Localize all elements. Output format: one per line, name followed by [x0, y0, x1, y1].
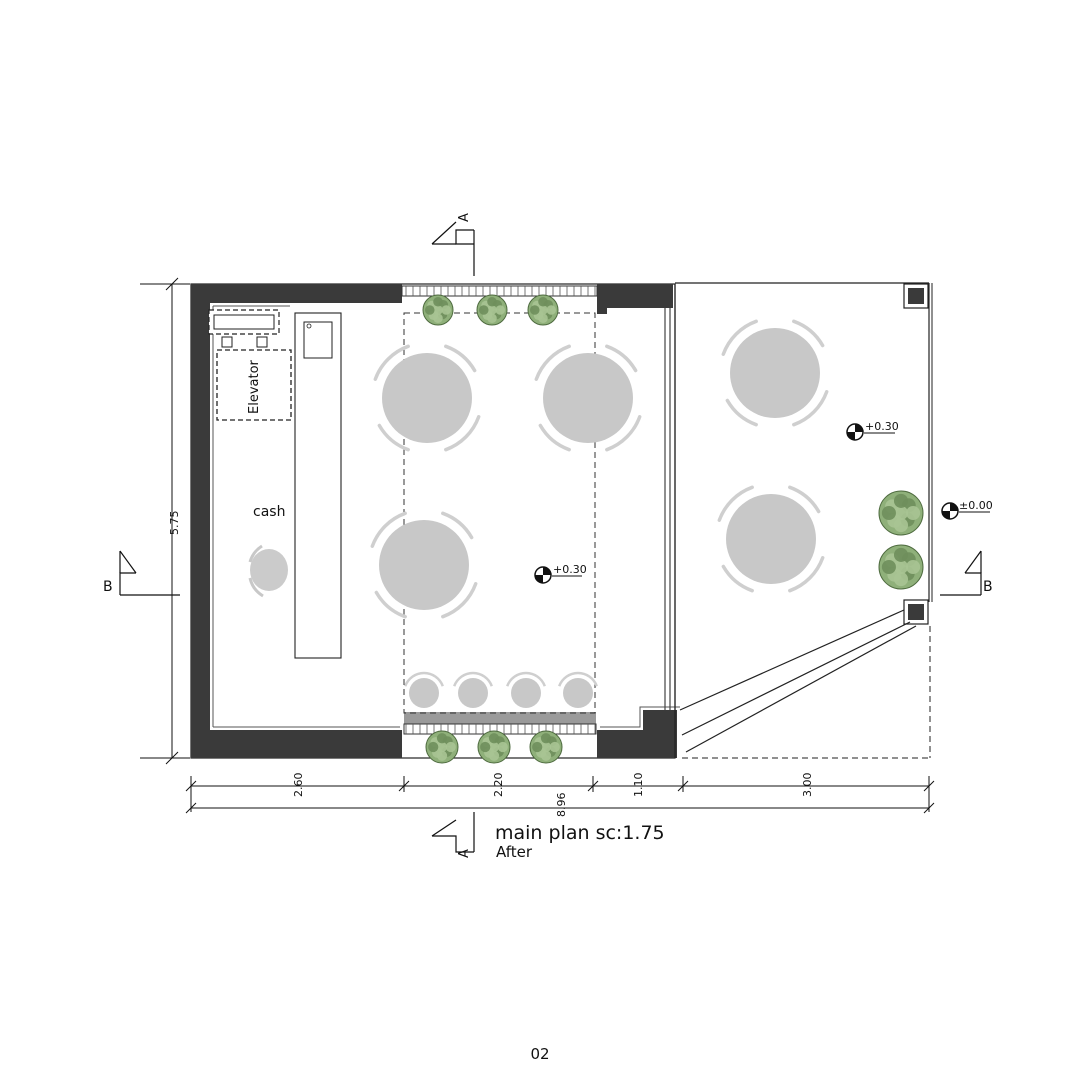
- round-table: [373, 344, 481, 452]
- round-table: [721, 319, 829, 427]
- section-label-a-bottom: A: [457, 849, 472, 858]
- plant: [425, 730, 459, 764]
- cash-label: cash: [253, 504, 285, 520]
- column-bottom: [903, 599, 929, 625]
- ramp: [679, 609, 931, 759]
- chair-arc: [377, 423, 410, 452]
- tables-group: [370, 319, 829, 619]
- plant: [878, 490, 924, 536]
- window-top: [401, 285, 598, 297]
- page-number: 02: [530, 1045, 550, 1063]
- level-marker-terrace: +0.30: [846, 420, 899, 441]
- bar-stools: [404, 671, 598, 708]
- elevator: Elevator: [208, 309, 292, 421]
- chair-arc: [444, 344, 477, 373]
- chair-arc: [725, 398, 758, 427]
- chair-arc: [721, 564, 754, 593]
- section-mark-a-top: [431, 221, 475, 276]
- wall-bottom-left: [191, 730, 402, 758]
- chair-arc: [605, 415, 642, 452]
- section-mark-b-left: [119, 550, 180, 596]
- round-table: [370, 511, 478, 619]
- plan-title: main plan sc:1.75: [495, 822, 665, 844]
- level-marker-interior: +0.30: [534, 563, 587, 584]
- dimension-seg1-label: 2.60: [292, 773, 305, 798]
- stool: [404, 671, 444, 708]
- chair-arc: [538, 423, 571, 452]
- round-table: [717, 485, 825, 593]
- level-marker-street: ±0.00: [941, 499, 993, 520]
- round-table: [534, 344, 642, 452]
- dimension-height-label: 5.75: [168, 511, 181, 536]
- chair-arc: [374, 590, 407, 619]
- chair-arc: [373, 344, 410, 381]
- dimension-total-label: 8.96: [555, 793, 568, 818]
- chair-arc: [370, 511, 407, 548]
- walls: [190, 283, 680, 759]
- wall-top-right: [597, 284, 673, 308]
- column-top: [903, 283, 929, 309]
- level-label-interior: +0.30: [553, 563, 587, 576]
- cash-counter: [294, 312, 342, 659]
- chair-arc: [717, 485, 754, 522]
- cash-register: [303, 321, 333, 359]
- plant: [422, 294, 454, 326]
- window-bottom: [403, 712, 597, 735]
- plant: [527, 294, 559, 326]
- chair-arc: [441, 511, 474, 540]
- dimension-height: [140, 277, 190, 765]
- section-label-b-right: B: [983, 579, 993, 595]
- section-label-b-left: B: [103, 579, 113, 595]
- plant: [476, 294, 508, 326]
- plant: [529, 730, 563, 764]
- chair-arc: [721, 319, 758, 356]
- plan-subtitle: After: [496, 843, 533, 861]
- level-label-street: ±0.00: [959, 499, 993, 512]
- plants-group: [422, 294, 924, 764]
- wall-top-left: [191, 284, 402, 303]
- terrace: [675, 282, 933, 759]
- chair-arc: [441, 582, 478, 619]
- section-mark-b-right: [940, 550, 982, 596]
- chair-arc: [792, 319, 825, 348]
- elevator-label: Elevator: [247, 359, 262, 414]
- section-mark-a-bottom: [431, 812, 475, 853]
- plant: [878, 544, 924, 590]
- chair-arc: [534, 344, 571, 381]
- cashier-stool: [248, 544, 288, 598]
- plant: [477, 730, 511, 764]
- chair-arc: [788, 485, 821, 514]
- chair-arc: [792, 390, 829, 427]
- section-label-a-top: A: [457, 213, 472, 222]
- level-label-terrace: +0.30: [865, 420, 899, 433]
- dimension-seg4-label: 3.00: [801, 773, 814, 798]
- stool: [506, 671, 546, 708]
- chair-arc: [444, 415, 481, 452]
- stool: [453, 671, 493, 708]
- dimension-seg2-label: 2.20: [492, 773, 505, 798]
- wall-left: [191, 284, 210, 758]
- dimension-chain: [185, 776, 935, 814]
- dimension-seg3-label: 1.10: [632, 773, 645, 798]
- stool: [558, 671, 598, 708]
- chair-arc: [605, 344, 638, 373]
- chair-arc: [788, 556, 825, 593]
